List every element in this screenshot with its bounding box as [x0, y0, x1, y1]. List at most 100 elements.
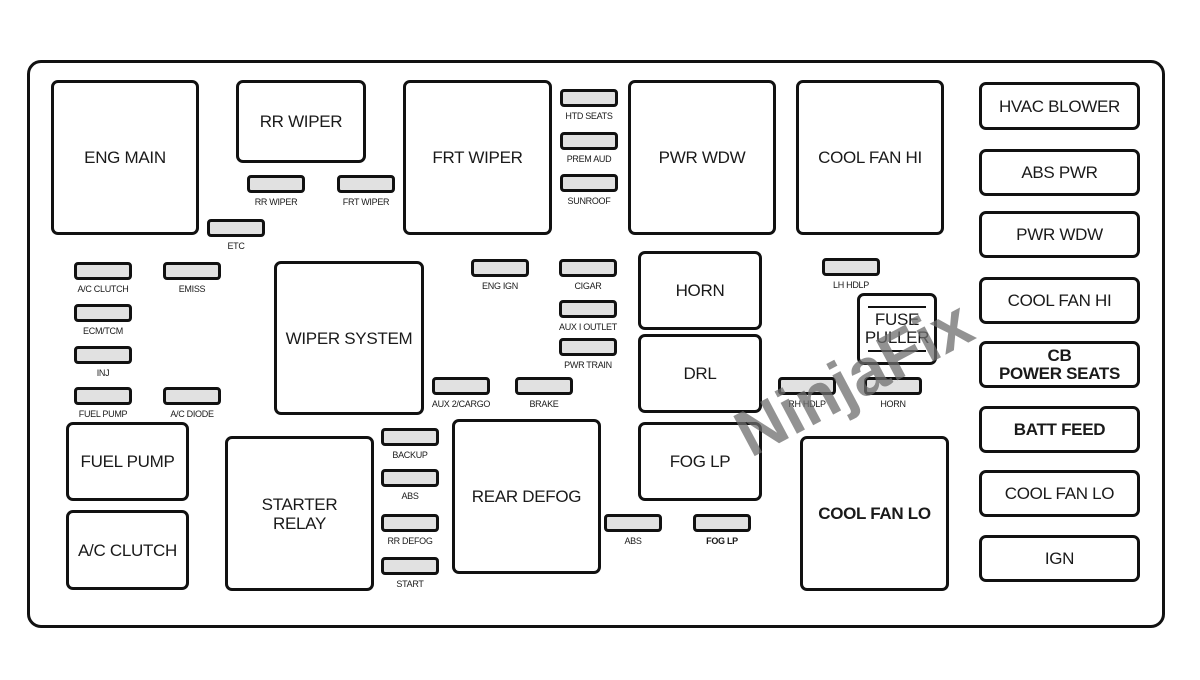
- relay-label: DRL: [683, 364, 717, 383]
- mini-fuse-start: [381, 557, 439, 575]
- fuse-puller-label-2: PULLER: [864, 328, 930, 347]
- power-seats-label: POWER SEATS: [998, 363, 1121, 383]
- mini-fuse-label: EMISS: [178, 284, 206, 294]
- mini-fuse-pwr-train: [559, 338, 617, 356]
- fuse-label: COOL FAN LO: [1004, 484, 1115, 503]
- mini-fuse-label: ECM/TCM: [83, 326, 123, 336]
- mini-fuse-rr-defog: [381, 514, 439, 532]
- mini-fuse-rh-hdlp: [778, 377, 836, 395]
- mini-fuse-label: A/C DIODE: [170, 409, 214, 419]
- mini-fuse-label: FOG LP: [706, 536, 738, 546]
- mini-fuse-etc: [207, 219, 265, 237]
- fuse-label: ABS PWR: [1021, 163, 1098, 182]
- mini-fuse-label: RR DEFOG: [387, 536, 433, 546]
- maxi-fuse-hvac-blower: HVAC BLOWER: [979, 82, 1140, 130]
- mini-fuse-label: BACKUP: [392, 450, 428, 460]
- maxi-fuse-batt-feed: BATT FEED: [979, 406, 1140, 453]
- relay-label: STARTER RELAY: [261, 494, 338, 533]
- relay-cool-fan-hi: COOL FAN HI: [796, 80, 944, 235]
- mini-fuse-label: INJ: [96, 368, 110, 378]
- relay-label: FRT WIPER: [432, 148, 523, 167]
- relay-label: REAR DEFOG: [471, 487, 582, 506]
- fuse-label: HVAC BLOWER: [998, 96, 1121, 116]
- relay-rear-defog: REAR DEFOG: [452, 419, 601, 574]
- mini-fuse-abs-left: [381, 469, 439, 487]
- mini-fuse-emiss: [163, 262, 221, 280]
- mini-fuse-label: SUNROOF: [567, 196, 611, 206]
- mini-fuse-label: BRAKE: [529, 399, 559, 409]
- relay-pwr-wdw: PWR WDW: [628, 80, 776, 235]
- mini-fuse-horn: [864, 377, 922, 395]
- mini-fuse-label: RH HDLP: [788, 399, 826, 409]
- relay-drl: DRL: [638, 334, 762, 413]
- mini-fuse-label: HORN: [880, 399, 906, 409]
- mini-fuse-ac-diode: [163, 387, 221, 405]
- maxi-fuse-cool-fan-lo: COOL FAN LO: [979, 470, 1140, 517]
- mini-fuse-label: ABS: [624, 536, 642, 546]
- puller-grip-line-top: [868, 306, 926, 308]
- mini-fuse-htd-seats: [560, 89, 618, 107]
- mini-fuse-label: PWR TRAIN: [564, 360, 612, 370]
- mini-fuse-inj: [74, 346, 132, 364]
- relay-ac-clutch: A/C CLUTCH: [66, 510, 189, 590]
- mini-fuse-cigar: [559, 259, 617, 277]
- mini-fuse-label: PREM AUD: [566, 154, 612, 164]
- circuit-breaker-power-seats: CB POWER SEATS: [979, 341, 1140, 388]
- fuse-puller-label-1: FUSE: [874, 310, 920, 329]
- mini-fuse-backup: [381, 428, 439, 446]
- relay-label: WIPER SYSTEM: [285, 328, 413, 348]
- mini-fuse-fog-lp: [693, 514, 751, 532]
- fuse-label: COOL FAN HI: [1007, 291, 1112, 310]
- mini-fuse-label: RR WIPER: [254, 197, 298, 207]
- relay-label: PWR WDW: [658, 148, 746, 167]
- fuse-label: PWR WDW: [1016, 225, 1103, 244]
- relay-label: COOL FAN LO: [818, 504, 931, 523]
- mini-fuse-label: LH HDLP: [833, 280, 869, 290]
- mini-fuse-frt-wiper: [337, 175, 395, 193]
- mini-fuse-label: HTD SEATS: [565, 111, 613, 121]
- relay-label: FOG LP: [669, 452, 731, 471]
- mini-fuse-brake: [515, 377, 573, 395]
- mini-fuse-rr-wiper: [247, 175, 305, 193]
- mini-fuse-label: FUEL PUMP: [78, 409, 128, 419]
- mini-fuse-prem-aud: [560, 132, 618, 150]
- relay-rr-wiper: RR WIPER: [236, 80, 366, 163]
- relay-horn: HORN: [638, 251, 762, 330]
- mini-fuse-fuel-pump: [74, 387, 132, 405]
- relay-label: A/C CLUTCH: [77, 540, 177, 560]
- mini-fuse-label: AUX 2/CARGO: [431, 399, 491, 409]
- mini-fuse-label: CIGAR: [574, 281, 602, 291]
- maxi-fuse-ign: IGN: [979, 535, 1140, 582]
- relay-cool-fan-lo: COOL FAN LO: [800, 436, 949, 591]
- relay-eng-main: ENG MAIN: [51, 80, 199, 235]
- puller-grip-line-bottom: [868, 350, 926, 352]
- relay-label: HORN: [675, 281, 725, 300]
- fuse-label: IGN: [1044, 549, 1075, 568]
- fuse-puller[interactable]: FUSE PULLER: [857, 293, 937, 365]
- mini-fuse-label: ABS: [401, 491, 419, 501]
- mini-fuse-lh-hdlp: [822, 258, 880, 276]
- mini-fuse-label: START: [396, 579, 424, 589]
- mini-fuse-label: ETC: [227, 241, 245, 251]
- mini-fuse-eng-ign: [471, 259, 529, 277]
- mini-fuse-ecm-tcm: [74, 304, 132, 322]
- maxi-fuse-pwr-wdw: PWR WDW: [979, 211, 1140, 258]
- maxi-fuse-abs-pwr: ABS PWR: [979, 149, 1140, 196]
- mini-fuse-aux2-cargo: [432, 377, 490, 395]
- mini-fuse-abs-mid: [604, 514, 662, 532]
- mini-fuse-label: A/C CLUTCH: [77, 284, 129, 294]
- maxi-fuse-cool-fan-hi: COOL FAN HI: [979, 277, 1140, 324]
- mini-fuse-label: AUX I OUTLET: [559, 322, 617, 332]
- relay-fuel-pump: FUEL PUMP: [66, 422, 189, 501]
- relay-frt-wiper: FRT WIPER: [403, 80, 552, 235]
- relay-starter: STARTER RELAY: [225, 436, 374, 591]
- fuse-label: BATT FEED: [1013, 420, 1106, 439]
- relay-label: ENG MAIN: [84, 148, 166, 167]
- relay-label: RR WIPER: [259, 112, 343, 131]
- relay-wiper-system: WIPER SYSTEM: [274, 261, 424, 415]
- mini-fuse-sunroof: [560, 174, 618, 192]
- fuse-box-outline: [27, 60, 1165, 628]
- cb-label: CB: [1047, 345, 1072, 365]
- relay-label: FUEL PUMP: [80, 452, 175, 471]
- relay-fog-lp: FOG LP: [638, 422, 762, 501]
